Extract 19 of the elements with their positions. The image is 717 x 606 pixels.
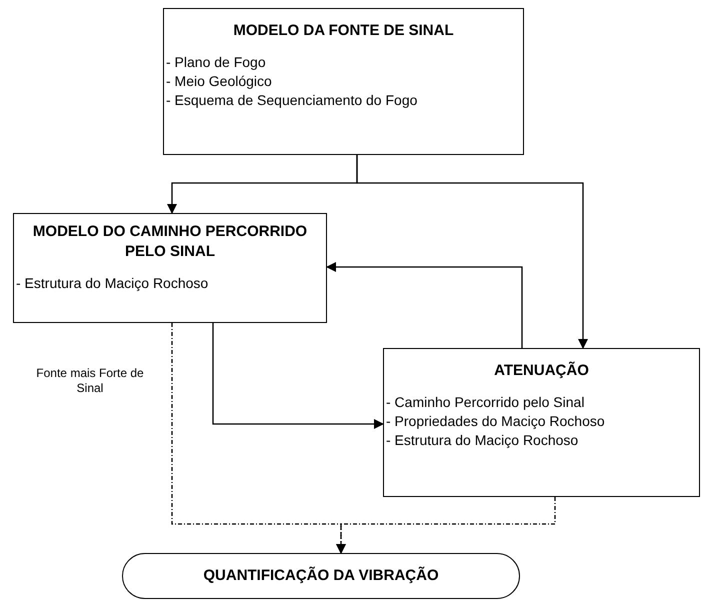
box-heading: ATENUAÇÃO — [493, 361, 590, 381]
box-heading: MODELO DO CAMINHO PERCORRIDO PELO SINAL — [32, 222, 308, 262]
list-item: - Estrutura do Maciço Rochoso — [15, 274, 210, 293]
process-box — [13, 213, 327, 323]
box-heading: MODELO DA FONTE DE SINAL — [232, 21, 455, 41]
list-item: - Estrutura do Maciço Rochoso — [385, 431, 580, 450]
arrow — [356, 155, 588, 349]
list-item: - Caminho Percorrido pelo Sinal — [385, 393, 586, 412]
dashed-arrow — [336, 497, 556, 554]
list-item: - Propriedades do Maciço Rochoso — [385, 412, 606, 431]
arrow — [326, 262, 523, 348]
arrow — [212, 323, 384, 429]
terminal-box — [122, 553, 520, 599]
process-box — [163, 8, 524, 155]
list-item: - Meio Geológico — [165, 72, 273, 91]
process-box — [383, 348, 700, 497]
box-heading: QUANTIFICAÇÃO DA VIBRAÇÃO — [202, 566, 440, 586]
list-item: - Plano de Fogo — [165, 53, 267, 72]
list-item: - Esquema de Sequenciamento do Fogo — [165, 91, 418, 110]
